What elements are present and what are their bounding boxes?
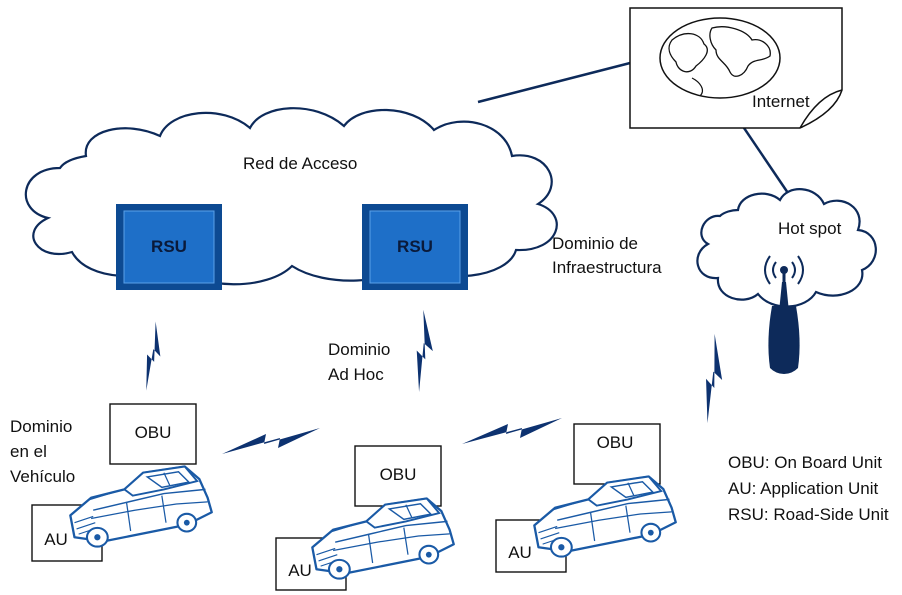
adhoc-domain-line2: Ad Hoc [328, 365, 384, 384]
infra-domain-line2: Infraestructura [552, 258, 662, 277]
vehicle-2: OBU AU [275, 445, 455, 591]
lightning-icon [462, 418, 562, 444]
au-label: AU [44, 530, 68, 549]
access-network-label: Red de Acceso [243, 154, 357, 173]
car-icon [69, 465, 213, 548]
car-icon [311, 497, 455, 580]
rsu-unit-1: RSU [116, 204, 222, 290]
infra-domain-line1: Dominio de [552, 234, 638, 253]
obu-label: OBU [597, 433, 634, 452]
obu-label: OBU [380, 465, 417, 484]
legend-item: OBU: On Board Unit [728, 453, 882, 472]
lightning-icon [222, 428, 320, 454]
rsu-label: RSU [397, 237, 433, 256]
internet-label: Internet [752, 92, 810, 111]
vehicle-1: OBU AU [31, 403, 213, 562]
adhoc-domain-line1: Dominio [328, 340, 390, 359]
infrastructure-domain-label: Dominio de Infraestructura [552, 234, 662, 277]
obu-box [109, 403, 197, 465]
lightning-icon [706, 333, 723, 424]
internet-link-line [477, 60, 635, 104]
rsu-label: RSU [151, 237, 187, 256]
obu-box [354, 445, 442, 507]
au-label: AU [288, 561, 312, 580]
vehicle-domain-line2: en el [10, 442, 47, 461]
vehicle-3: OBU AU [495, 423, 677, 573]
access-network-cloud-icon [24, 107, 558, 286]
lightning-icon [146, 321, 161, 391]
legend-item: RSU: Road-Side Unit [728, 505, 889, 524]
vehicle-domain-line1: Dominio [10, 417, 72, 436]
globe-icon [659, 17, 781, 99]
legend: OBU: On Board Unit AU: Application Unit … [728, 453, 889, 524]
antenna-icon [764, 255, 804, 374]
car-icon [533, 475, 677, 558]
vehicle-domain-line3: Vehículo [10, 467, 75, 486]
vehicle-domain-label: Dominio en el Vehículo [10, 417, 75, 486]
hotspot-label: Hot spot [778, 219, 842, 238]
au-label: AU [508, 543, 532, 562]
hotspot-link-line [740, 124, 792, 197]
internet-node: Internet [629, 7, 843, 129]
obu-label: OBU [135, 423, 172, 442]
hotspot-cloud-icon [696, 188, 877, 308]
legend-item: AU: Application Unit [728, 479, 879, 498]
rsu-unit-2: RSU [362, 204, 468, 290]
lightning-icon [416, 309, 433, 393]
adhoc-domain-label: Dominio Ad Hoc [328, 340, 390, 384]
